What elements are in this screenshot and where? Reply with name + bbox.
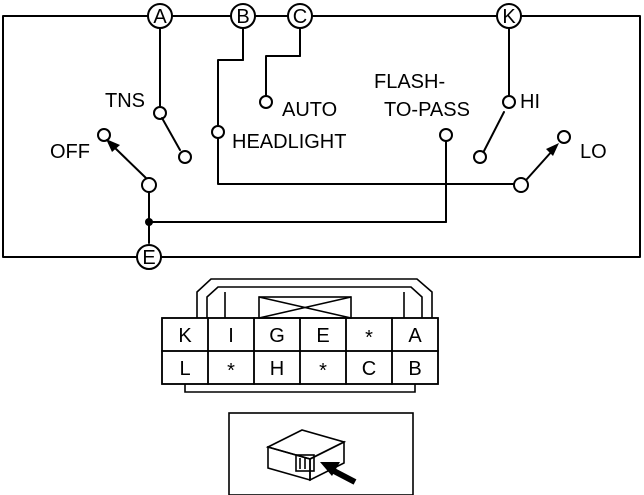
headlight-terminal bbox=[211, 125, 225, 139]
inset-connector-plug bbox=[295, 454, 315, 472]
connector-hood-inner bbox=[206, 286, 423, 318]
connector-cell bbox=[391, 350, 439, 385]
hi-terminal bbox=[502, 95, 516, 109]
connector-bottom-lip bbox=[184, 384, 416, 393]
off-arrow-head bbox=[106, 139, 120, 152]
tns-label: TNS bbox=[105, 90, 145, 112]
flash-to-pass-label-line2: TO-PASS bbox=[384, 99, 470, 121]
lo-label: LO bbox=[580, 141, 607, 163]
connector-pin-label: * bbox=[227, 360, 235, 382]
connector-pin-label: * bbox=[319, 360, 327, 382]
tns-contact-terminal bbox=[178, 150, 192, 164]
connector-pin-label: C bbox=[362, 358, 376, 380]
off-switch-blade bbox=[113, 146, 147, 179]
inset-arrow-head bbox=[320, 462, 340, 476]
lo-arrow-head bbox=[546, 143, 559, 156]
pin-b-marker: B bbox=[230, 3, 256, 29]
headlight-wire bbox=[217, 59, 244, 127]
connector-latch-cross-2 bbox=[258, 296, 352, 319]
inset-connector-front bbox=[267, 445, 311, 482]
lo-contact-terminal bbox=[557, 130, 571, 144]
off-label: OFF bbox=[50, 141, 90, 163]
pin-a-label: A bbox=[153, 6, 167, 28]
pin-e-marker: E bbox=[136, 244, 162, 270]
connector-pin-label: K bbox=[178, 325, 192, 347]
connector-pin-label: H bbox=[270, 358, 284, 380]
connector-pin-label: A bbox=[408, 325, 422, 347]
inset-frame bbox=[228, 412, 414, 495]
tns-switch-blade bbox=[161, 117, 181, 151]
pin-e-label: E bbox=[142, 247, 155, 269]
connector-pin-label: B bbox=[408, 358, 421, 380]
off-pivot-terminal bbox=[141, 177, 157, 193]
connector-pin-label: * bbox=[365, 327, 373, 349]
inset-connector-side bbox=[309, 440, 345, 482]
pin-a-marker: A bbox=[147, 3, 173, 29]
tns-pivot-terminal bbox=[153, 106, 167, 120]
off-contact-terminal bbox=[97, 128, 111, 142]
connector-pin-grid: K I G E * A L * H * C B bbox=[161, 317, 439, 385]
auto-terminal bbox=[259, 95, 273, 109]
hi-lower-contact bbox=[473, 150, 487, 164]
pin-b-label: B bbox=[236, 6, 249, 28]
lo-switch-blade bbox=[526, 149, 554, 180]
switch-housing-outline bbox=[2, 15, 641, 258]
connector-pin-label: I bbox=[228, 325, 234, 347]
connector-face-view: K I G E * A L * H * C B bbox=[161, 278, 439, 393]
pin-k-label: K bbox=[502, 6, 516, 28]
auto-label: AUTO bbox=[282, 99, 337, 121]
pin-k-marker: K bbox=[496, 3, 522, 29]
connector-hood-outer bbox=[196, 278, 433, 318]
lo-pivot-terminal bbox=[513, 177, 529, 193]
auto-wire bbox=[265, 55, 301, 97]
headlight-to-lo-wire bbox=[217, 137, 516, 185]
pin-c-label: C bbox=[293, 6, 307, 28]
connector-pin-label: L bbox=[179, 358, 190, 380]
flash-to-pass-label-line1: FLASH- bbox=[374, 71, 445, 93]
pin-c-marker: C bbox=[287, 3, 313, 29]
hi-label: HI bbox=[520, 91, 540, 113]
connector-pin-label: G bbox=[269, 325, 285, 347]
connector-location-inset bbox=[228, 412, 414, 495]
flash-to-pass-terminal bbox=[439, 128, 453, 142]
hi-switch-blade bbox=[483, 111, 505, 152]
inset-arrow-shaft bbox=[330, 467, 357, 485]
headlight-label: HEADLIGHT bbox=[232, 131, 346, 153]
connector-pin-label: E bbox=[316, 325, 329, 347]
